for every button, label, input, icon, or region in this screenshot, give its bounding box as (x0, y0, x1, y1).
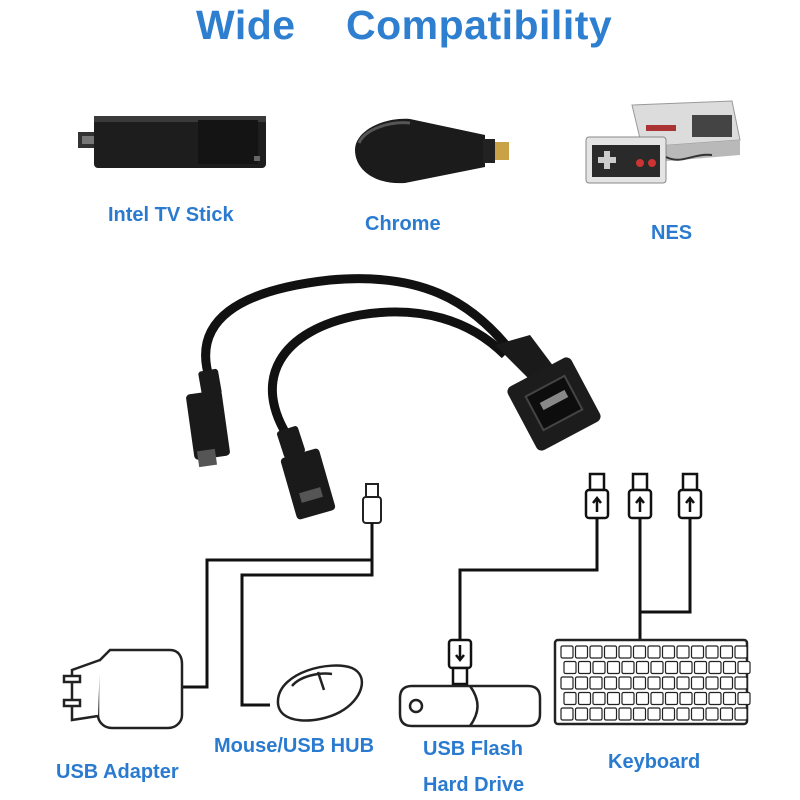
keyboard-key (632, 676, 647, 690)
keyboard-key (589, 707, 603, 721)
keyboard-key (577, 660, 592, 675)
usb-plug-icon-4 (447, 638, 473, 686)
keyboard-key (560, 707, 574, 721)
usb-plug-icon-1 (584, 472, 610, 520)
keyboard-key (647, 707, 661, 721)
title-word-wide: Wide (196, 2, 296, 48)
usb-flash-drive-icon (398, 684, 542, 728)
label-nes: NES (651, 222, 693, 244)
keyboard-key (574, 645, 589, 659)
keyboard-key (722, 660, 737, 675)
chromecast-icon (355, 118, 509, 184)
title: Wide Compatibility (0, 0, 800, 60)
keyboard-key (603, 707, 618, 721)
keyboard-key (661, 707, 676, 721)
keyboard-key (606, 660, 621, 675)
keyboard-key (664, 691, 679, 706)
keyboard-key (719, 645, 734, 659)
keyboard-key (603, 645, 618, 659)
keyboard-key (719, 676, 734, 690)
keyboard-key (734, 645, 748, 659)
label-usb-flash: USB Flash (423, 738, 524, 760)
keyboard-key (618, 707, 632, 721)
keyboard-key (676, 707, 690, 721)
usb-adapter-icon (62, 648, 184, 730)
keyboard-key (632, 707, 647, 721)
usb-plug-icon-2 (627, 472, 653, 520)
keyboard-key (589, 676, 603, 690)
keyboard-key (734, 707, 748, 721)
keyboard-key (632, 645, 647, 659)
keyboard-key (679, 660, 693, 675)
keyboard-key (737, 660, 751, 675)
keyboard-key (650, 691, 664, 706)
keyboard-key (647, 676, 661, 690)
label-usb-adapter: USB Adapter (56, 761, 179, 783)
label-chrome: Chrome (365, 213, 441, 235)
keyboard-key (693, 660, 708, 675)
label-keyboard: Keyboard (608, 751, 701, 773)
keyboard-key (618, 676, 632, 690)
keyboard-key (676, 645, 690, 659)
intel-tv-stick-icon (78, 116, 266, 168)
nes-console-icon (585, 100, 741, 184)
keyboard-key (621, 691, 635, 706)
keyboard-key (719, 707, 734, 721)
keyboard-key (664, 660, 679, 675)
keyboard-icon (553, 638, 751, 726)
keyboard-key (690, 676, 705, 690)
keyboard-key (560, 676, 574, 690)
label-hard-drive: Hard Drive (423, 774, 525, 796)
micro-usb-plug-icon (362, 483, 382, 524)
keyboard-key (693, 691, 708, 706)
connection-lines (180, 518, 692, 707)
keyboard-key (647, 645, 661, 659)
keyboard-key (606, 691, 621, 706)
keyboard-key (708, 691, 722, 706)
keyboard-key (574, 676, 589, 690)
keyboard-key (560, 645, 574, 659)
keyboard-key (603, 676, 618, 690)
keyboard-key (737, 691, 751, 706)
keyboard-key (618, 645, 632, 659)
keyboard-key (690, 645, 705, 659)
keyboard-key (577, 691, 592, 706)
keyboard-key (574, 707, 589, 721)
keyboard-key (635, 691, 650, 706)
keyboard-key (734, 676, 748, 690)
keyboard-key (621, 660, 635, 675)
keyboard-key (722, 691, 737, 706)
keyboard-key (592, 691, 606, 706)
keyboard-key (563, 660, 577, 675)
keyboard-key (705, 676, 719, 690)
keyboard-key (676, 676, 690, 690)
keyboard-key (592, 660, 606, 675)
keyboard-key (563, 691, 577, 706)
keyboard-key (708, 660, 722, 675)
label-mouse-usb-hub: Mouse/USB HUB (214, 735, 375, 757)
keyboard-key (650, 660, 664, 675)
title-word-compatibility: Compatibility (346, 2, 613, 48)
usb-plug-icon-3 (677, 472, 703, 520)
keyboard-key (661, 676, 676, 690)
keyboard-key (661, 645, 676, 659)
mouse-icon (276, 664, 364, 722)
keyboard-key (705, 707, 719, 721)
keyboard-key (589, 645, 603, 659)
keyboard-key (679, 691, 693, 706)
label-intel-tv-stick: Intel TV Stick (108, 204, 234, 226)
keyboard-key (705, 645, 719, 659)
keyboard-key (635, 660, 650, 675)
keyboard-key (690, 707, 705, 721)
otg-y-cable (186, 274, 601, 520)
